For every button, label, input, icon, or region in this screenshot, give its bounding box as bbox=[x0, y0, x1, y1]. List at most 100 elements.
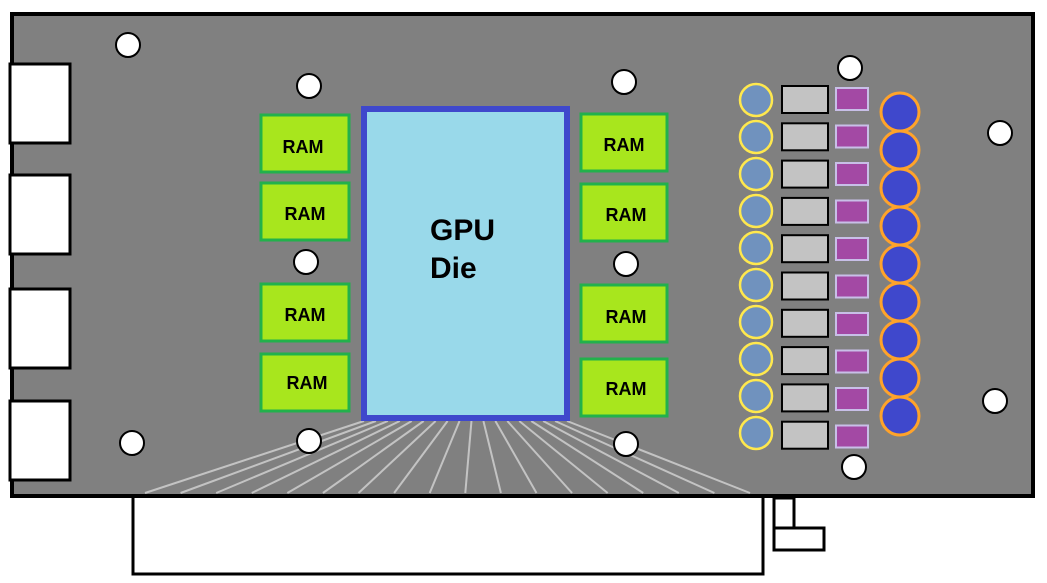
mosfet bbox=[835, 87, 869, 111]
ram-label: RAM bbox=[604, 135, 645, 155]
mosfet bbox=[835, 124, 869, 149]
choke bbox=[781, 85, 829, 114]
ram-chip: RAM bbox=[579, 182, 669, 243]
pcie-trace bbox=[215, 420, 389, 494]
large-capacitor bbox=[879, 205, 921, 247]
io-port bbox=[8, 173, 72, 256]
gpu-die: GPU Die bbox=[361, 106, 570, 421]
pcie-trace bbox=[494, 420, 538, 494]
retention-tab bbox=[772, 496, 826, 552]
ram-chip: RAM bbox=[259, 352, 351, 413]
mounting-hole bbox=[611, 69, 637, 95]
small-capacitor bbox=[738, 82, 774, 118]
large-capacitor bbox=[879, 91, 921, 133]
io-port bbox=[8, 399, 72, 482]
mounting-hole bbox=[115, 32, 141, 58]
choke bbox=[781, 196, 829, 226]
mounting-hole bbox=[119, 430, 145, 456]
ram-chip: RAM bbox=[579, 112, 669, 173]
ram-chip: RAM bbox=[259, 282, 351, 343]
io-port bbox=[8, 287, 72, 370]
mosfet bbox=[835, 424, 869, 449]
ram-label: RAM bbox=[285, 204, 326, 224]
ram-chip: RAM bbox=[259, 113, 351, 174]
large-capacitor bbox=[879, 243, 921, 285]
small-capacitor bbox=[738, 193, 774, 229]
ram-chip: RAM bbox=[579, 283, 669, 344]
pcie-trace bbox=[428, 420, 461, 494]
ram-label: RAM bbox=[606, 205, 647, 225]
pcie-trace bbox=[554, 420, 715, 494]
pcie-traces bbox=[144, 420, 751, 494]
large-capacitor bbox=[879, 357, 921, 399]
large-capacitor bbox=[879, 395, 921, 437]
pcie-trace bbox=[542, 420, 680, 494]
ram-chips: RAM RAM RAM RAM RAM RAM bbox=[259, 112, 669, 418]
ram-label: RAM bbox=[606, 379, 647, 399]
mosfet bbox=[835, 162, 869, 186]
mounting-hole bbox=[841, 454, 867, 480]
choke bbox=[781, 271, 829, 301]
mosfet bbox=[835, 274, 869, 299]
mosfet bbox=[835, 312, 869, 336]
ram-label: RAM bbox=[283, 137, 324, 157]
ram-chip: RAM bbox=[579, 357, 669, 418]
mounting-hole bbox=[987, 120, 1013, 146]
ram-chip: RAM bbox=[259, 181, 351, 242]
ram-label: RAM bbox=[287, 373, 328, 393]
pcie-trace bbox=[482, 420, 502, 494]
choke bbox=[781, 159, 829, 189]
pcie-connector bbox=[131, 492, 765, 576]
io-port bbox=[8, 62, 72, 145]
small-capacitor bbox=[738, 156, 774, 192]
pcie-trace bbox=[286, 420, 413, 494]
mosfet bbox=[835, 237, 869, 261]
mounting-holes bbox=[115, 32, 1013, 480]
pcie-trace bbox=[251, 420, 401, 494]
small-capacitor bbox=[738, 230, 774, 266]
large-capacitor bbox=[879, 167, 921, 209]
large-capacitor bbox=[879, 319, 921, 361]
pcie-trace bbox=[464, 420, 473, 494]
small-capacitor bbox=[738, 267, 774, 303]
pcie-trace bbox=[518, 420, 609, 494]
pcie-trace bbox=[566, 420, 751, 494]
mosfet bbox=[835, 387, 869, 411]
choke bbox=[781, 308, 829, 338]
pcie-trace bbox=[506, 420, 573, 494]
io-ports bbox=[8, 62, 72, 482]
choke bbox=[781, 346, 829, 376]
choke bbox=[781, 234, 829, 264]
choke bbox=[781, 383, 829, 413]
pcie-trace bbox=[144, 420, 365, 494]
mounting-hole bbox=[613, 431, 639, 457]
small-capacitor bbox=[738, 304, 774, 340]
mounting-hole bbox=[982, 388, 1008, 414]
large-capacitor bbox=[879, 281, 921, 323]
mosfet bbox=[835, 349, 869, 374]
pcie-trace bbox=[530, 420, 644, 494]
mounting-hole bbox=[613, 251, 639, 277]
ram-label: RAM bbox=[606, 307, 647, 327]
small-capacitor bbox=[738, 415, 774, 451]
choke bbox=[781, 420, 829, 450]
mounting-hole bbox=[296, 73, 322, 99]
small-capacitor bbox=[738, 341, 774, 377]
pcie-trace bbox=[322, 420, 425, 494]
choke bbox=[781, 122, 829, 152]
mounting-hole bbox=[296, 428, 322, 454]
ram-label: RAM bbox=[285, 305, 326, 325]
mounting-hole bbox=[837, 55, 863, 81]
gpu-die-label-line2: Die bbox=[430, 252, 477, 285]
small-capacitor bbox=[738, 378, 774, 414]
small-capacitor bbox=[738, 119, 774, 155]
pcie-trace bbox=[357, 420, 437, 494]
mosfet bbox=[835, 199, 869, 224]
gpu-die-label-line1: GPU bbox=[430, 214, 495, 247]
mounting-hole bbox=[293, 249, 319, 275]
pcie-trace bbox=[393, 420, 449, 494]
vrm-section bbox=[738, 82, 921, 451]
large-capacitor bbox=[879, 129, 921, 171]
